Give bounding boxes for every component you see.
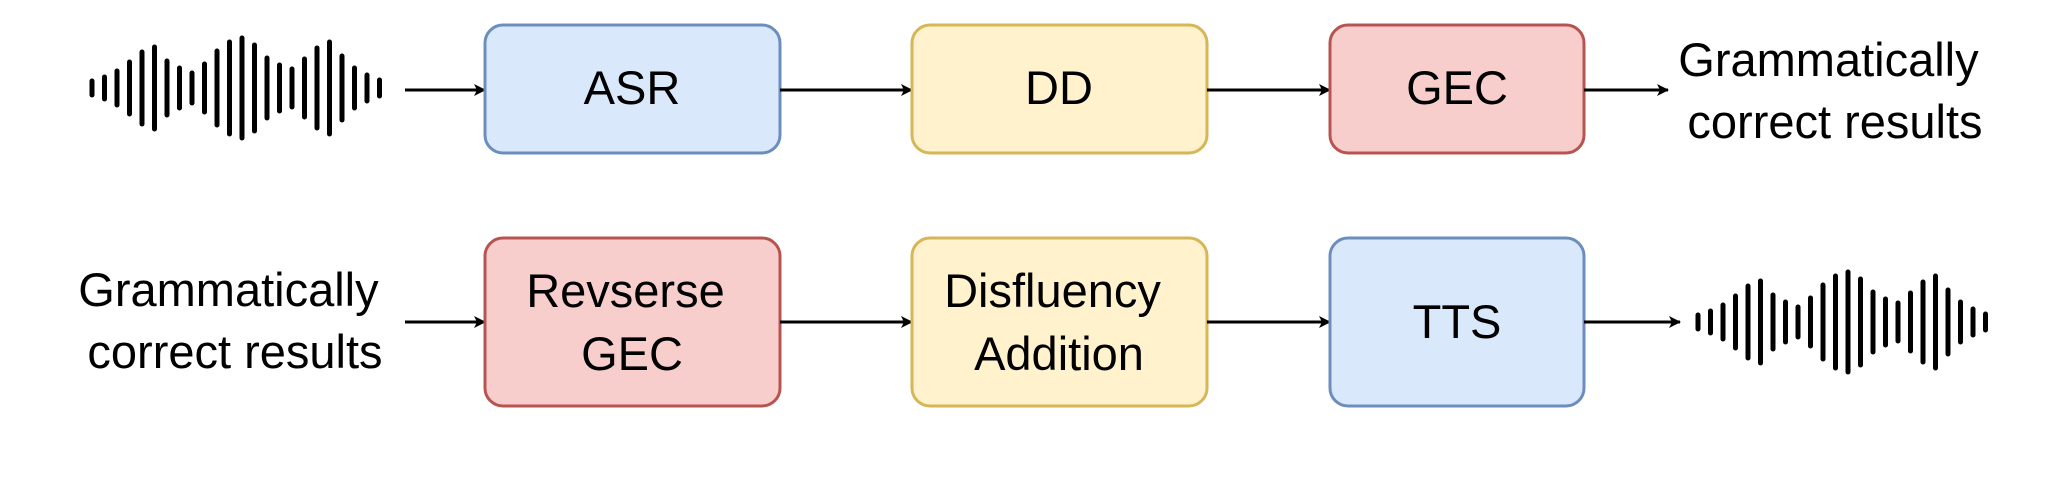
- disfluency-label-line-2: Addition: [974, 327, 1144, 380]
- dd-box-label: DD: [1025, 61, 1093, 114]
- gec-box: GEC: [1328, 23, 1586, 155]
- row-2-data-generation-pipeline: Grammatically correct results Revserse G…: [78, 236, 1988, 408]
- input-text: Grammatically correct results: [78, 263, 391, 378]
- input-text-line-1: Grammatically: [78, 263, 379, 316]
- dd-box: DD: [910, 23, 1209, 155]
- reverse-gec-box-label: Revserse GEC: [526, 264, 738, 380]
- disfluency-addition-box-label: Disfluency Addition: [944, 264, 1174, 380]
- reverse-gec-box: Revserse GEC: [483, 236, 782, 408]
- asr-box: ASR: [483, 23, 782, 155]
- row-1-asr-pipeline: ASR DD GEC Grammatically correct results: [89, 23, 1991, 155]
- waveform-icon: [1695, 269, 1988, 375]
- reverse-gec-label-line-1: Revserse: [526, 264, 725, 317]
- tts-box: TTS: [1328, 236, 1586, 408]
- tts-box-label: TTS: [1413, 295, 1502, 348]
- reverse-gec-label-line-2: GEC: [581, 327, 683, 380]
- input-text-line-2: correct results: [87, 325, 382, 378]
- waveform-icon: [89, 35, 382, 141]
- output-text-line-1: Grammatically: [1678, 33, 1979, 86]
- output-text-line-2: correct results: [1687, 95, 1982, 148]
- asr-box-label: ASR: [584, 61, 681, 114]
- disfluency-label-line-1: Disfluency: [944, 264, 1161, 317]
- output-text: Grammatically correct results: [1678, 33, 1991, 148]
- gec-box-label: GEC: [1406, 61, 1508, 114]
- disfluency-addition-box: Disfluency Addition: [910, 236, 1209, 408]
